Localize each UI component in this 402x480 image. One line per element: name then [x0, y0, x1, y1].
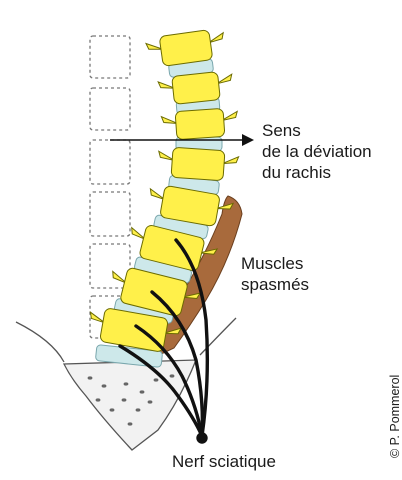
- ghost-vertebra: [90, 140, 130, 184]
- ghost-vertebra: [90, 192, 130, 236]
- spasmed-muscles-label: Muscles spasmés: [241, 253, 309, 295]
- deviation-label-line: du rachis: [262, 162, 372, 183]
- deviation-label-line: de la déviation: [262, 141, 372, 162]
- copyright-notice: © P. Pommerol: [388, 375, 402, 458]
- pelvis-left-wing: [16, 322, 64, 362]
- deviated-spine: [86, 28, 239, 368]
- vertebra: [158, 70, 235, 106]
- sacrum: [64, 360, 196, 450]
- vertebral-body: [175, 108, 225, 139]
- sciatic-nerve-label: Nerf sciatique: [172, 451, 276, 472]
- ghost-vertebra: [90, 88, 130, 130]
- deviation-label-line: Sens: [262, 120, 372, 141]
- nerve-junction: [198, 434, 206, 442]
- ghost-vertebra: [90, 36, 130, 78]
- vertebra: [157, 146, 239, 182]
- vertebral-body: [172, 72, 221, 105]
- vertebral-body: [159, 30, 213, 67]
- vertebra: [145, 28, 226, 69]
- muscles-label-line: spasmés: [241, 274, 309, 295]
- muscles-label-line: Muscles: [241, 253, 309, 274]
- vertebra: [161, 107, 239, 140]
- deviation-direction-label: Sens de la déviation du rachis: [262, 120, 372, 183]
- vertebral-body: [171, 147, 225, 181]
